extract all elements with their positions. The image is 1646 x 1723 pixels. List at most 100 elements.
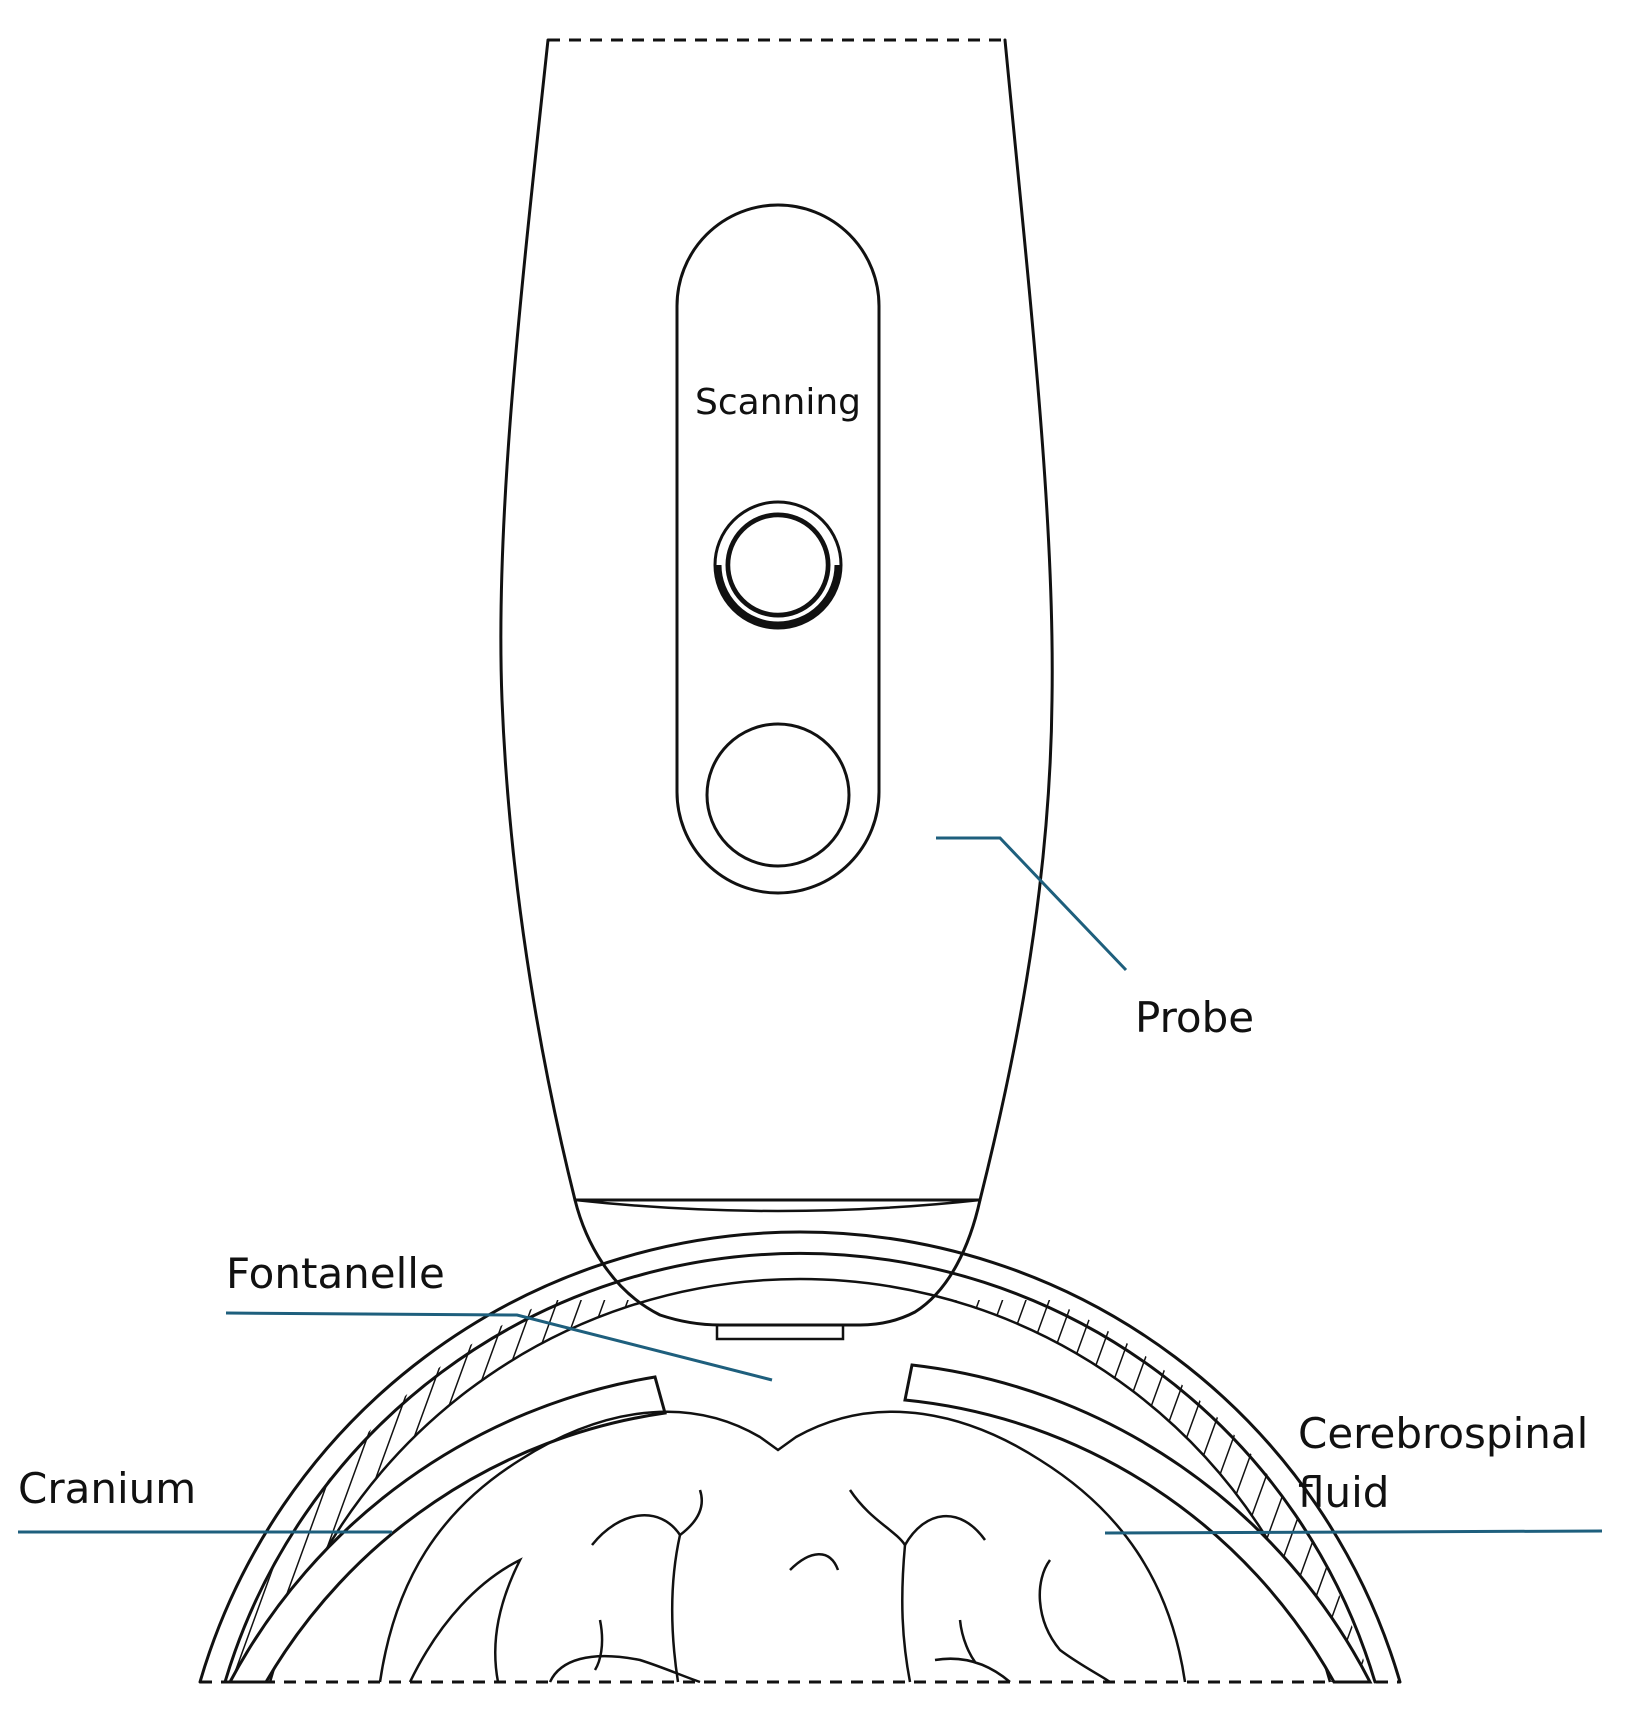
bone-pore-dot bbox=[603, 1144, 607, 1148]
bone-pore-dot bbox=[1328, 1462, 1334, 1468]
bone-pore-dot bbox=[1280, 1375, 1291, 1385]
bone-pore-dot bbox=[285, 1435, 291, 1441]
bone-pore-dot bbox=[1269, 1359, 1279, 1370]
bone-pore-dot bbox=[255, 1499, 259, 1506]
bone-pore-dot bbox=[446, 1236, 450, 1240]
annotations: Probe Fontanelle Cranium Cerebrospinal f… bbox=[18, 836, 1603, 1535]
bone-pore-dot bbox=[1076, 1180, 1080, 1184]
bone-pore-dot bbox=[318, 1371, 328, 1381]
scan-button-ring-icon bbox=[729, 516, 827, 614]
bone-pore-dot bbox=[359, 1317, 365, 1323]
bone-pore-dot bbox=[1252, 1342, 1258, 1348]
secondary-button[interactable] bbox=[705, 722, 851, 868]
bone-pore-dot bbox=[320, 1363, 326, 1370]
bone-pore-dot bbox=[1366, 1635, 1370, 1639]
bone-pore-dot bbox=[1349, 1550, 1353, 1554]
bone-pore-dot bbox=[351, 1318, 357, 1324]
bone-pore-dot bbox=[1352, 1539, 1356, 1543]
bone-pore-dot bbox=[487, 1201, 491, 1205]
bone-pore-dot bbox=[1136, 1221, 1140, 1225]
bone-pore-dot bbox=[255, 1517, 257, 1523]
bone-pore-dot bbox=[1225, 1308, 1231, 1315]
bone-pore-dot bbox=[311, 1373, 321, 1383]
brain-outline bbox=[378, 1410, 1187, 1683]
bone-pore-dot bbox=[229, 1613, 233, 1617]
cranium-right-plate bbox=[903, 1363, 1373, 1684]
bone-pore-dot bbox=[1203, 1280, 1211, 1288]
bone-pore-dot bbox=[1257, 1341, 1263, 1348]
scalp-outer bbox=[198, 1230, 1402, 1684]
scan-button[interactable] bbox=[713, 500, 843, 630]
bone-pore-dot bbox=[1261, 1349, 1267, 1355]
bone-pore-dot bbox=[1348, 1538, 1352, 1542]
bone-pore-dot bbox=[573, 1152, 581, 1160]
bone-pore-dot bbox=[1235, 1309, 1242, 1315]
cranium-label: Cranium bbox=[18, 1464, 196, 1513]
bone-pore-dot bbox=[318, 1369, 324, 1375]
bone-pore-dot bbox=[262, 1482, 272, 1492]
bone-pore-dot bbox=[1273, 1360, 1279, 1366]
scalp-inner bbox=[223, 1251, 1377, 1684]
bone-pore-dot bbox=[1214, 1290, 1220, 1294]
bone-pore-dot bbox=[1211, 1290, 1217, 1294]
probe: Scanning bbox=[499, 38, 1054, 1341]
csf-leader bbox=[1104, 1529, 1603, 1535]
bone-pore-dot bbox=[237, 1589, 241, 1593]
bone-pore-dot bbox=[1362, 1619, 1366, 1623]
bone-pore-dot bbox=[515, 1183, 519, 1187]
bone-pore-dot bbox=[1166, 1246, 1174, 1254]
bone-pore-dot bbox=[1202, 1279, 1206, 1283]
bone-pore-dot bbox=[1266, 1359, 1272, 1366]
bone-pore-dot bbox=[309, 1384, 315, 1390]
bone-pore-dot bbox=[337, 1335, 347, 1345]
bone-pore-dot bbox=[1365, 1632, 1369, 1636]
bone-pore-dot bbox=[1073, 1177, 1077, 1181]
bone-pore-dot bbox=[1257, 1346, 1263, 1352]
bone-pore-dot bbox=[256, 1498, 262, 1504]
bone-pore-dot bbox=[1094, 1194, 1098, 1198]
csf-inner-boundary bbox=[268, 1277, 1332, 1683]
bone-pore-dot bbox=[999, 1151, 1003, 1155]
bone-pore-dot bbox=[1275, 1364, 1282, 1370]
probe-body bbox=[499, 38, 1054, 1202]
bone-pore-dot bbox=[300, 1404, 306, 1410]
bone-pore-dot bbox=[283, 1441, 289, 1447]
probe-label: Probe bbox=[1135, 993, 1254, 1042]
bone-pore-dot bbox=[1263, 1356, 1274, 1366]
bone-pore-dot bbox=[1361, 1611, 1365, 1615]
bone-pore-dot bbox=[246, 1543, 254, 1551]
bone-pore-dot bbox=[556, 1162, 560, 1166]
bone-pore-dot bbox=[1178, 1256, 1186, 1264]
bone-pore-dot bbox=[553, 1162, 557, 1166]
bone-pore-dot bbox=[1240, 1321, 1246, 1327]
probe-transducer-face bbox=[715, 1323, 845, 1341]
brain-folds bbox=[408, 1489, 1111, 1684]
bone-pore-dot bbox=[602, 1145, 606, 1149]
bone-pore-dot bbox=[607, 1140, 611, 1144]
bone-pore-dot bbox=[1227, 1305, 1234, 1311]
probe-tip-seam bbox=[574, 1198, 981, 1213]
bone-pore-dot bbox=[529, 1175, 533, 1179]
bone-pore-dot bbox=[1146, 1227, 1150, 1231]
scanning-label: Scanning bbox=[695, 382, 861, 423]
bone-pore-dot bbox=[1077, 1186, 1081, 1190]
bone-pore-dot bbox=[1168, 1250, 1172, 1254]
bone-pore-dot bbox=[1206, 1290, 1212, 1293]
bone-pore-dot bbox=[236, 1573, 240, 1577]
csf-hatching bbox=[230, 1300, 1370, 1682]
bone-pore-dot bbox=[368, 1301, 378, 1312]
bone-pore-dot bbox=[269, 1455, 275, 1461]
cranium-left-plate bbox=[227, 1375, 667, 1684]
bone-pore-dot bbox=[1320, 1457, 1330, 1467]
bone-pore-dot bbox=[1252, 1332, 1258, 1338]
bone-pore-dot bbox=[1140, 1226, 1144, 1230]
bone-pore-dot bbox=[999, 1147, 1007, 1155]
bone-pore-dot bbox=[1364, 1628, 1368, 1632]
bone-pore-dot bbox=[1271, 1356, 1281, 1367]
bone-pore-dot bbox=[290, 1406, 300, 1416]
bone-pore-dot bbox=[1265, 1354, 1271, 1361]
bone-pore-dot bbox=[318, 1369, 324, 1376]
bone-pore-dot bbox=[283, 1430, 289, 1436]
probe-leader bbox=[936, 836, 1128, 972]
